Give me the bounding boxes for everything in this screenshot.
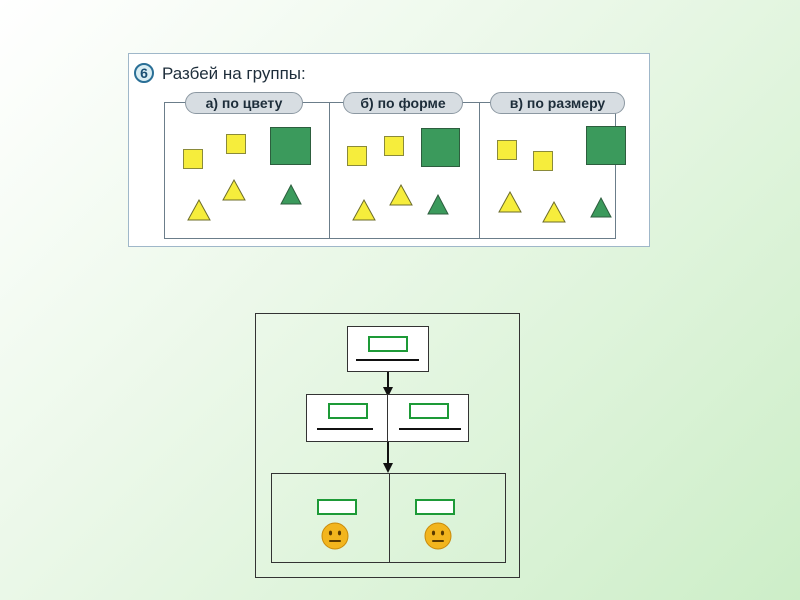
middle-divider bbox=[387, 395, 388, 441]
green-square bbox=[421, 128, 460, 167]
bottom-divider bbox=[389, 474, 390, 562]
yellow-triangle bbox=[389, 184, 413, 206]
label-input-box[interactable] bbox=[415, 499, 455, 515]
arrow-down-icon bbox=[383, 442, 393, 473]
yellow-triangle bbox=[498, 191, 522, 213]
exercise-card: 6 Разбей на группы: а) по цвету б) по фо… bbox=[128, 53, 650, 247]
label-input-box[interactable] bbox=[328, 403, 368, 419]
yellow-triangle bbox=[222, 179, 246, 201]
yellow-triangle bbox=[542, 201, 566, 223]
yellow-square bbox=[497, 140, 517, 160]
tab-by-size: в) по размеру bbox=[490, 92, 625, 114]
underline bbox=[356, 359, 419, 361]
green-triangle bbox=[280, 184, 302, 205]
tab-by-color: а) по цвету bbox=[185, 92, 303, 114]
green-triangle bbox=[427, 194, 449, 215]
label-input-box[interactable] bbox=[409, 403, 449, 419]
underline bbox=[317, 428, 373, 430]
green-triangle bbox=[590, 197, 612, 218]
yellow-square bbox=[183, 149, 203, 169]
yellow-triangle bbox=[187, 199, 211, 221]
grouping-diagram bbox=[255, 313, 520, 578]
yellow-square bbox=[384, 136, 404, 156]
task-title: Разбей на группы: bbox=[162, 64, 306, 83]
underline bbox=[399, 428, 461, 430]
yellow-square bbox=[226, 134, 246, 154]
yellow-square bbox=[533, 151, 553, 171]
arrow-down-icon bbox=[383, 372, 393, 397]
top-group-box bbox=[347, 326, 429, 372]
tab-by-shape: б) по форме bbox=[343, 92, 463, 114]
task-number-badge: 6 bbox=[134, 63, 154, 83]
label-input-box[interactable] bbox=[317, 499, 357, 515]
green-square bbox=[270, 127, 311, 165]
group-divider bbox=[329, 103, 330, 238]
label-input-box[interactable] bbox=[368, 336, 408, 352]
neutral-face-icon bbox=[321, 522, 349, 550]
yellow-triangle bbox=[352, 199, 376, 221]
neutral-face-icon bbox=[424, 522, 452, 550]
yellow-square bbox=[347, 146, 367, 166]
bottom-group-box bbox=[271, 473, 506, 563]
middle-group-box bbox=[306, 394, 469, 442]
group-divider bbox=[479, 103, 480, 238]
green-square bbox=[586, 126, 626, 165]
